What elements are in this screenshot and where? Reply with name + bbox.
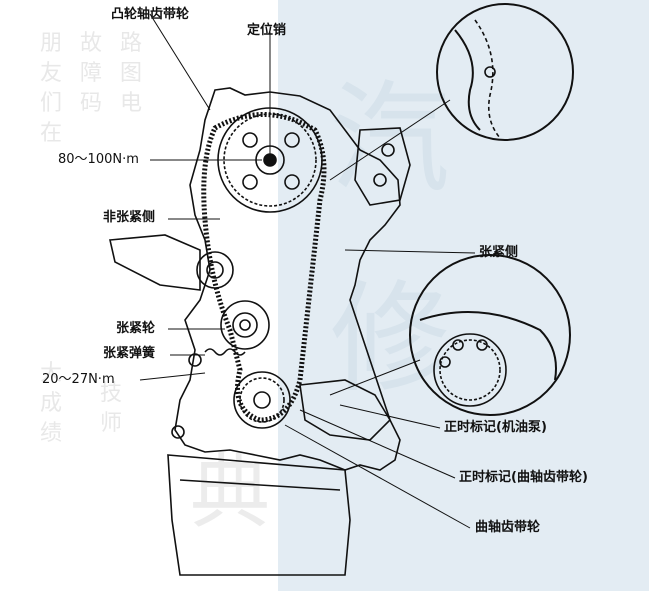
label-torque-tensioner-bolt: 20～27N·m [42, 372, 115, 387]
label-tension-side: 张紧侧 [479, 245, 519, 260]
watermark-char-bottom: 典 [190, 446, 270, 539]
water-inlet-pipe [109, 234, 201, 291]
label-torque-camshaft-bolt: 80～100N·m [58, 152, 139, 167]
svg-text:障: 障 [80, 61, 102, 86]
label-crankshaft-sprocket: 曲轴齿带轮 [475, 520, 541, 535]
engine-block-outline [174, 87, 401, 471]
watermark-char-right: 修 [330, 270, 450, 409]
timing-belt [201, 112, 327, 423]
svg-text:码: 码 [80, 91, 102, 116]
label-tensioner-spring: 张紧弹簧 [103, 346, 156, 361]
tensioner-spring [204, 348, 246, 356]
water-pump-pulley [196, 251, 234, 289]
svg-text:在: 在 [40, 121, 62, 146]
label-locating-pin: 定位销 [247, 23, 287, 38]
svg-text:故: 故 [80, 31, 102, 56]
svg-text:友: 友 [40, 61, 62, 86]
svg-text:师: 师 [100, 411, 122, 436]
svg-text:大: 大 [40, 361, 62, 386]
crankshaft-sprocket [233, 371, 291, 429]
oil-pan [167, 454, 351, 576]
label-camshaft-sprocket: 凸轮轴齿带轮 [111, 7, 190, 22]
oil-pump-housing [299, 379, 392, 441]
leader-lines [139, 13, 476, 529]
svg-text:们: 们 [40, 91, 62, 116]
svg-text:图: 图 [120, 61, 142, 86]
label-timing-mark-oil-pump: 正时标记(机油泵) [444, 420, 547, 435]
svg-text:技: 技 [100, 381, 122, 406]
mounting-bracket [354, 127, 411, 206]
tensioner-pulley [220, 300, 270, 350]
locating-pin-detail-view [436, 3, 574, 141]
svg-text:绩: 绩 [40, 421, 62, 446]
timing-mark-detail-view [409, 254, 571, 416]
label-tensioner-pulley: 张紧轮 [116, 321, 156, 336]
svg-text:朋: 朋 [40, 31, 62, 56]
svg-text:路: 路 [120, 31, 142, 56]
watermark-panel [278, 0, 649, 591]
label-non-tension-side: 非张紧侧 [103, 210, 156, 225]
svg-text:电: 电 [120, 91, 142, 116]
svg-text:成: 成 [40, 391, 62, 416]
label-timing-mark-crankshaft: 正时标记(曲轴齿带轮) [459, 470, 588, 485]
